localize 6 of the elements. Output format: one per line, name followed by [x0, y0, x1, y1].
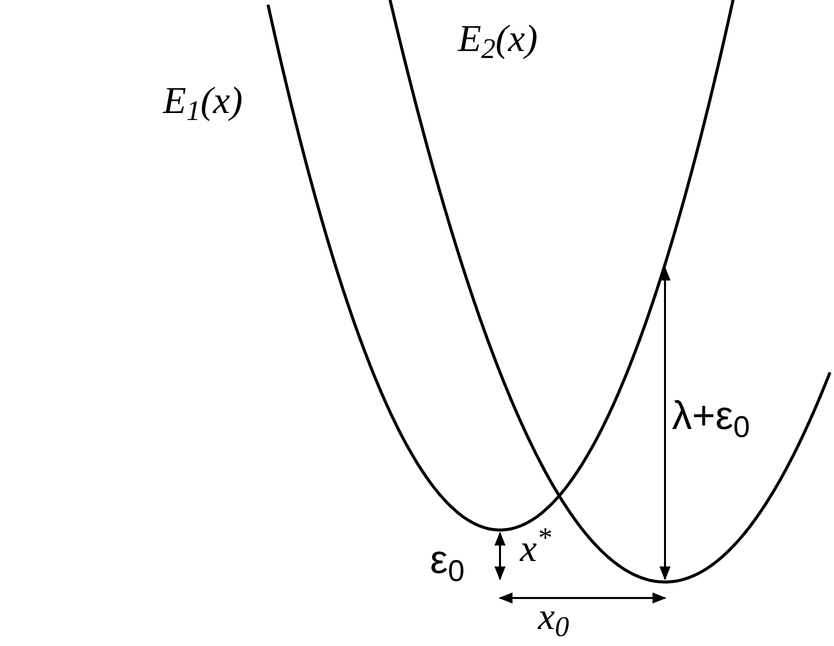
curve-label: E$_{2}$(x)	[458, 20, 538, 58]
dimension-label: x$_{0}$	[538, 598, 570, 636]
dimension-label: λ+ε$_{0}$	[672, 396, 750, 436]
point-label: x$^{*}$	[520, 530, 552, 568]
curve-label: E$_{1}$(x)	[163, 82, 243, 120]
dimension-label: ε$_{0}$	[430, 540, 465, 580]
